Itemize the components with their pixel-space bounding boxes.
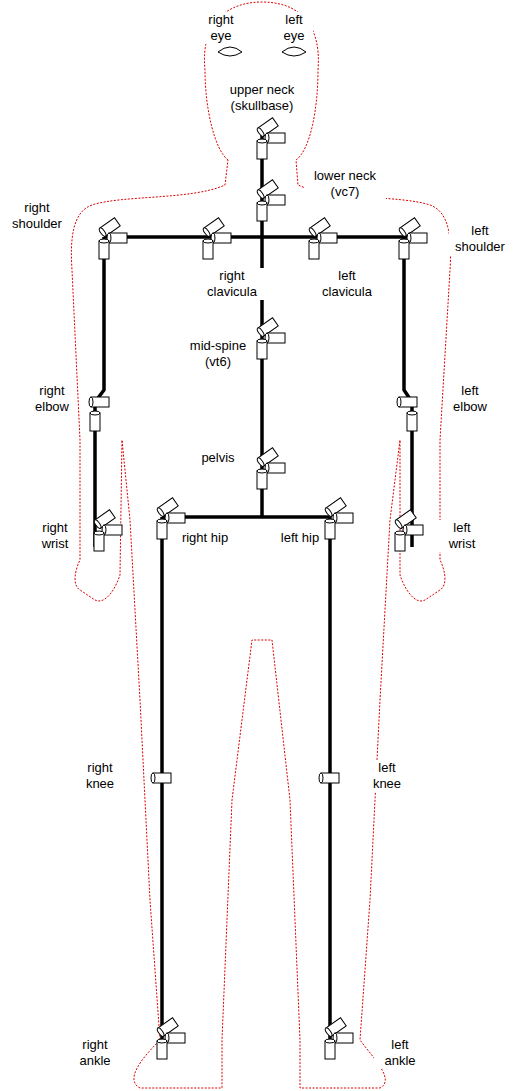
joint-label: left ankle [374,1037,426,1069]
joint-label: pelvis [200,450,235,466]
joint-label: mid-spine (vt6) [181,338,255,370]
joint-label: left clavicula [311,268,383,300]
joint-label: lower neck (vc7) [304,168,386,200]
joint-label: right clavicula [196,268,268,300]
skeleton-bones [95,130,412,1052]
joint-label: right eye [200,12,242,44]
joint-label: right knee [76,760,124,792]
joint-label: left elbow [446,383,494,415]
joint-label: left knee [363,760,411,792]
body-outline [71,2,450,1088]
joint-label: right ankle [69,1037,121,1069]
eye-outline [218,47,306,56]
joint-label: right wrist [31,520,79,552]
joint-label: left wrist [438,520,486,552]
joint-label: left eye [275,12,313,44]
joint-label: right elbow [28,383,76,415]
joint-sensors [89,118,427,1059]
joint-label: upper neck (skullbase) [219,82,305,114]
joint-label: right shoulder [5,200,69,232]
joint-label: right hip [181,530,229,546]
joint-label: left shoulder [449,223,511,255]
joint-label: left hip [280,530,320,546]
